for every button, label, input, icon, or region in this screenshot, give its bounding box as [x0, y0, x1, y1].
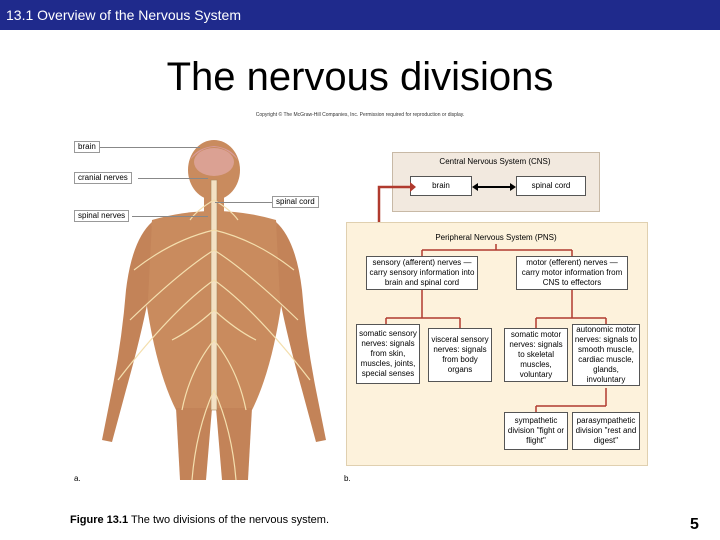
copyright-notice: Copyright © The McGraw-Hill Companies, I…: [255, 112, 465, 118]
somatic-sensory-box: somatic sensory nerves: signals from ski…: [356, 324, 420, 384]
part-label-a: a.: [74, 474, 81, 483]
cns-pns-connector: [377, 182, 416, 228]
cns-double-arrow: [472, 183, 516, 191]
sympathetic-division-box: sympathetic division "fight or flight": [504, 412, 568, 450]
leader-cranial-nerves: [138, 178, 208, 179]
figure-caption: Figure 13.1 The two divisions of the ner…: [70, 513, 329, 527]
visceral-sensory-box: visceral sensory nerves: signals from bo…: [428, 328, 492, 382]
autonomic-motor-box: autonomic motor nerves: signals to smoot…: [572, 324, 640, 386]
callout-spinal-cord: spinal cord: [272, 196, 319, 208]
cns-brain-box: brain: [410, 176, 472, 196]
leader-spinal-nerves: [132, 216, 208, 217]
section-title: 13.1 Overview of the Nervous System: [6, 7, 241, 23]
cns-title: Central Nervous System (CNS): [439, 157, 551, 166]
sensory-nerves-box: sensory (afferent) nerves — carry sensor…: [366, 256, 478, 290]
slide-title: The nervous divisions: [166, 55, 554, 99]
pns-tree-lines: [385, 244, 607, 412]
callout-brain: brain: [74, 141, 100, 153]
cns-spinal-cord-box: spinal cord: [516, 176, 586, 196]
callout-cranial-nerves: cranial nerves: [74, 172, 132, 184]
figure-caption-label: Figure 13.1: [70, 514, 129, 526]
page-number: 5: [690, 516, 699, 533]
nervous-system-illustration: [102, 140, 326, 481]
callout-spinal-nerves: spinal nerves: [74, 210, 130, 222]
header-bar: [0, 0, 720, 30]
parasympathetic-division-box: parasympathetic division "rest and diges…: [572, 412, 640, 450]
part-label-b: b.: [344, 474, 351, 483]
figure-caption-text: The two divisions of the nervous system.: [130, 514, 330, 526]
somatic-motor-box: somatic motor nerves: signals to skeleta…: [504, 328, 568, 382]
motor-nerves-box: motor (efferent) nerves — carry motor in…: [516, 256, 628, 290]
pns-title: Peripheral Nervous System (PNS): [435, 233, 557, 242]
leader-brain: [100, 147, 200, 148]
leader-spinal-cord: [215, 202, 272, 203]
